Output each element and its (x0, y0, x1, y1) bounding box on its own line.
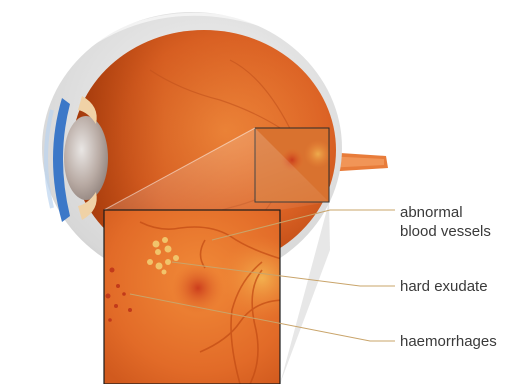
label-abnormal-line2: blood vessels (400, 222, 491, 241)
lens (64, 116, 108, 200)
label-abnormal-line1: abnormal (400, 203, 491, 222)
label-haemorrhages: haemorrhages (400, 332, 497, 351)
label-abnormal-blood-vessels: abnormal blood vessels (400, 203, 491, 241)
label-hard-exudate: hard exudate (400, 277, 488, 296)
enlarged-retina-view (104, 210, 304, 384)
